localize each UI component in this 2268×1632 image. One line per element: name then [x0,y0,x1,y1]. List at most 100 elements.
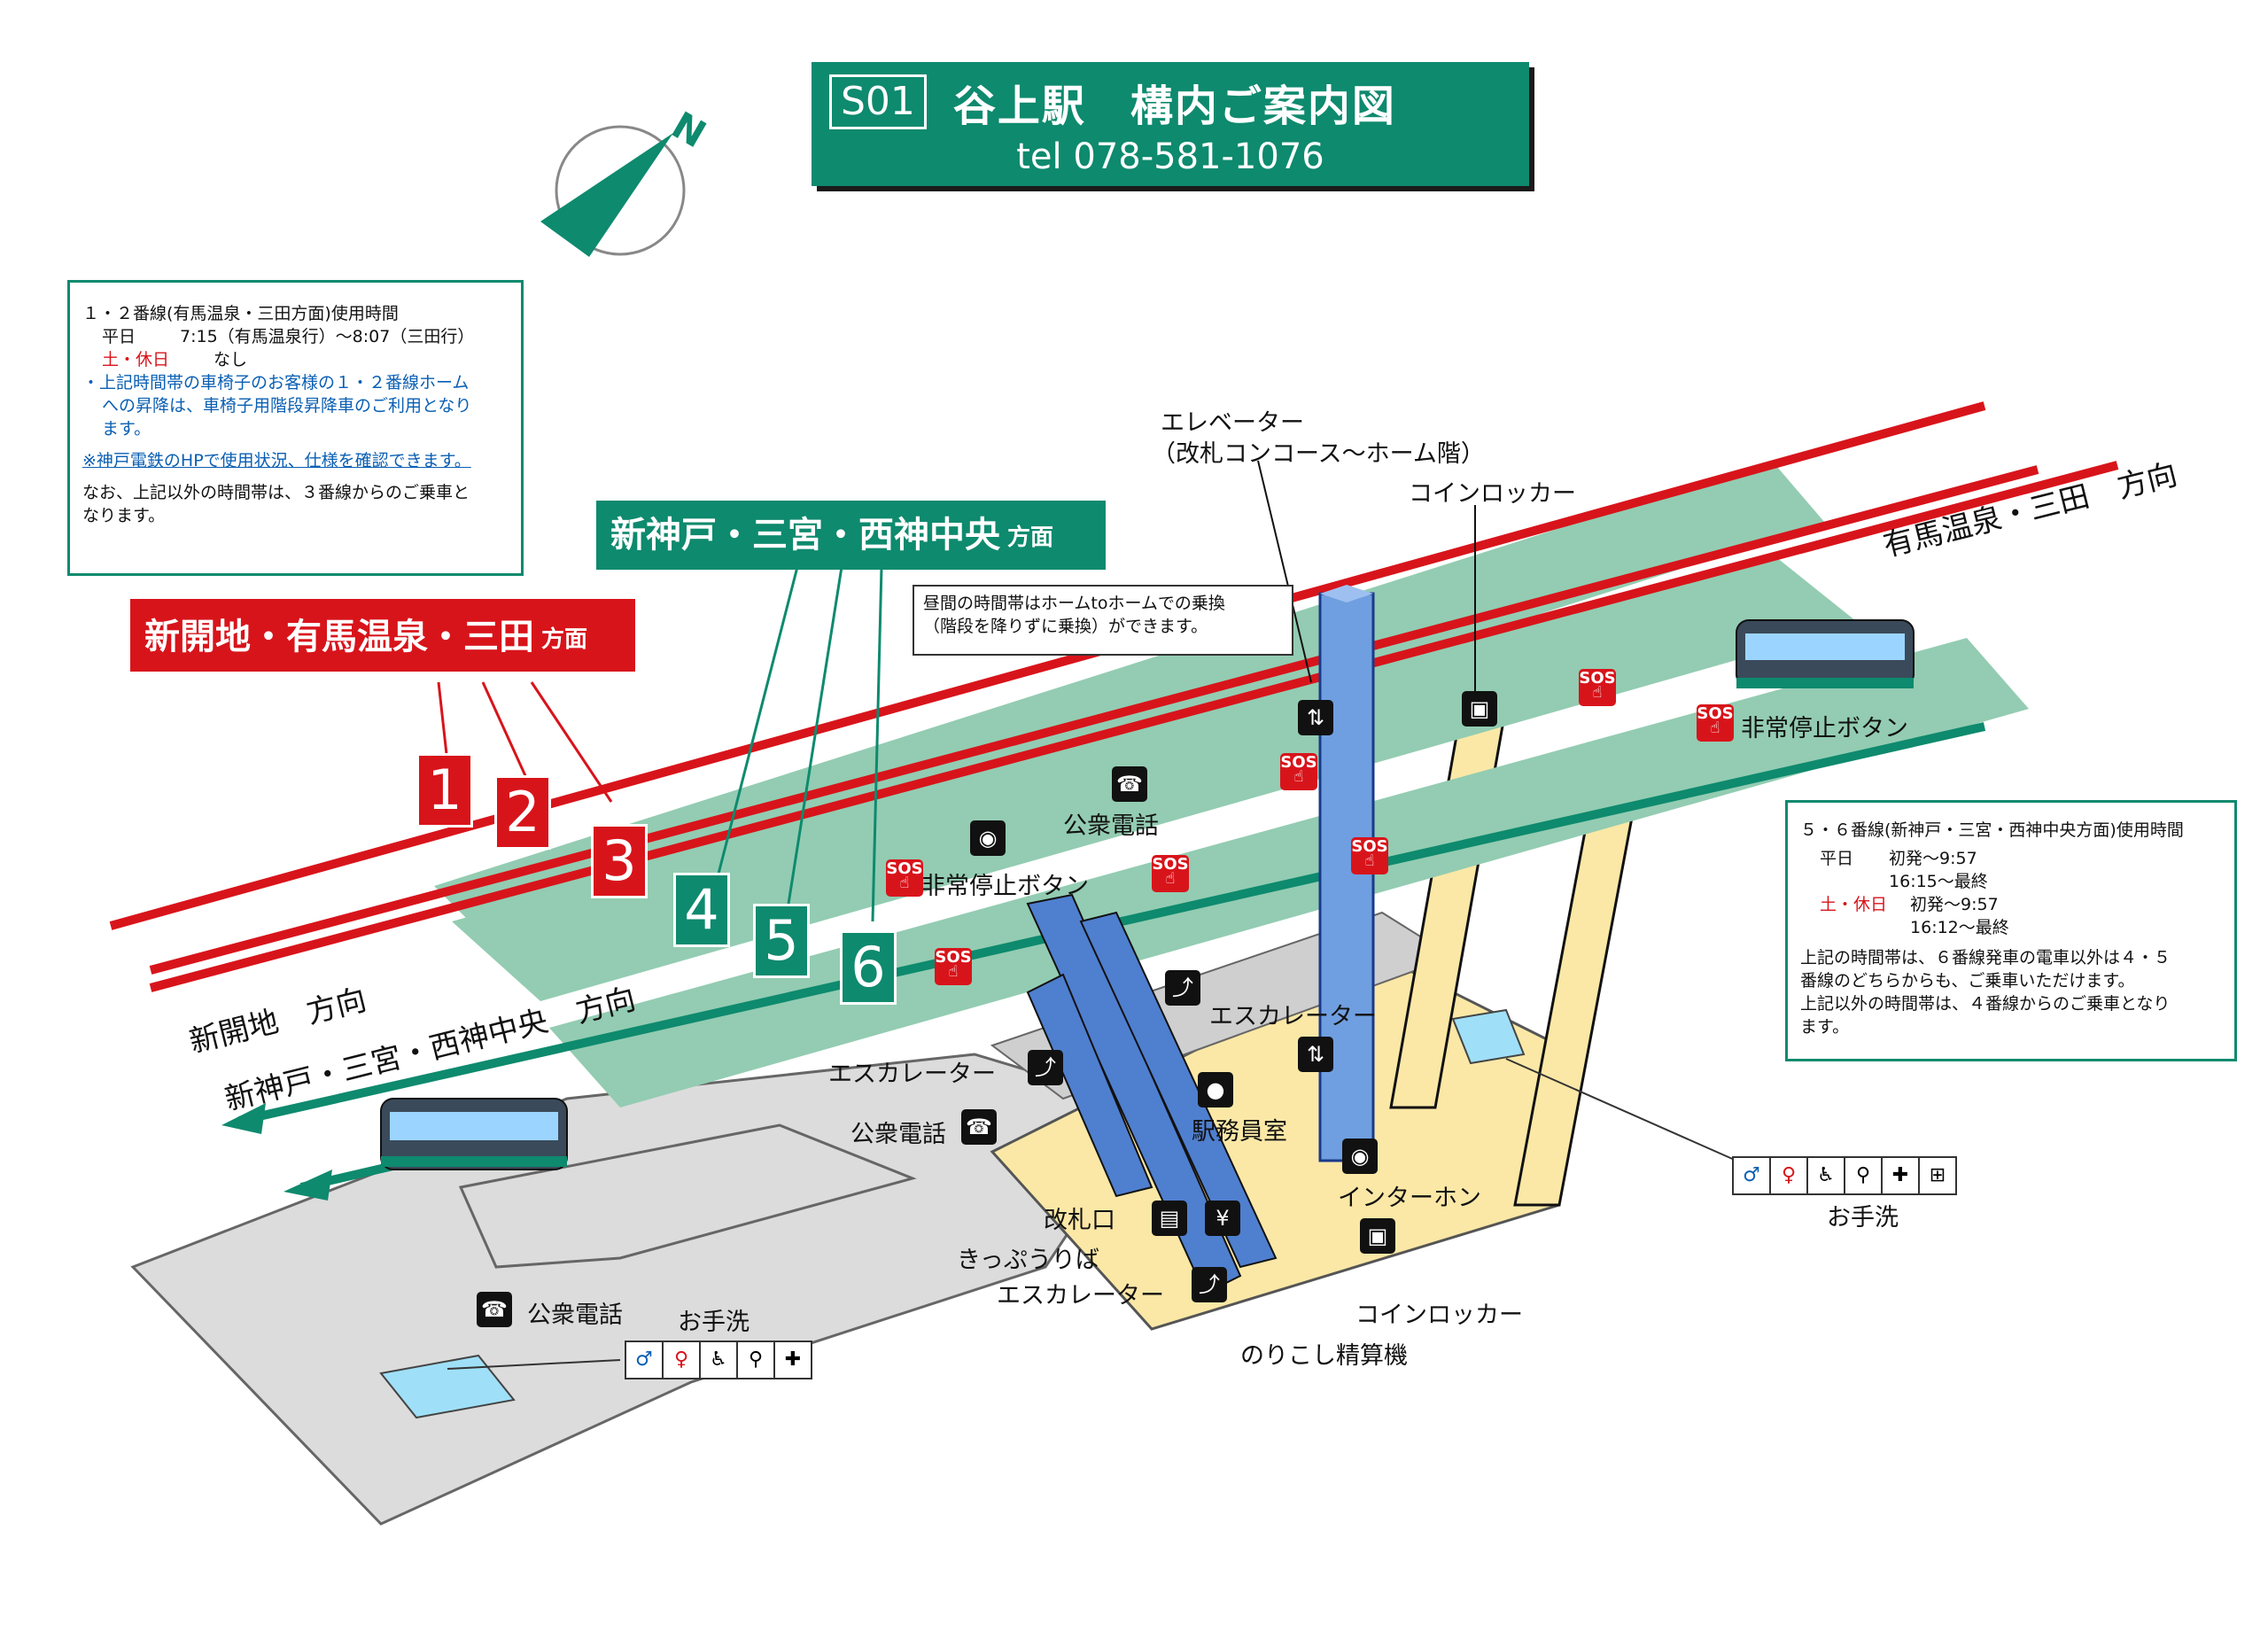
track-number-1: 1 [416,753,473,828]
man-icon: ♂ [625,1341,664,1379]
direction-sign-red-suffix: 方面 [541,626,588,653]
notice-platform-5-6: ５・６番線(新神戸・三宮・西神中央方面)使用時間 平日 初発〜9:57 16:1… [1785,800,2237,1061]
direction-sign-red-main: 新開地・有馬温泉・三田 [144,617,534,657]
ostomate-icon: ✚ [773,1341,812,1379]
sos-button-icon-4: SOS☝ [1280,753,1317,790]
label-public-phone-lower: 公衆電話 [527,1302,623,1329]
station-code: S01 [829,74,927,129]
leader-restroom-right [1505,1058,1737,1162]
leader-track-2 [481,681,529,781]
notice-left-heading: １・２番線(有馬温泉・三田方面)使用時間 [82,304,399,323]
platform-3-4 [452,554,1860,1001]
notice-platform-1-2: １・２番線(有馬温泉・三田方面)使用時間 平日 7:15（有馬温泉行）〜8:07… [67,280,524,576]
leader-track-6 [871,566,883,922]
direction-sign-green-main: 新神戸・三宮・西神中央 [610,515,1000,556]
intercom-icon-upper: ◉ [970,820,1006,856]
label-escalator-left: エスカレーター [828,1061,996,1088]
track-2 [149,465,2039,975]
escalator-left [1026,973,1153,1198]
escalator-icon-left: ⤴ [1028,1050,1063,1085]
ostomate-icon: ✚ [1881,1156,1920,1195]
transfer-note-line2: （階段を降りずに乗換）ができます。 [923,617,1208,636]
label-escalator-bottom: エスカレーター [997,1282,1164,1309]
notice-right-weekday-label: 平日 [1820,849,1854,868]
right-restroom-area [1451,1008,1526,1065]
train-upper-right [1736,619,1915,688]
escalator-icon-bottom: ⤴ [1192,1267,1227,1302]
baby-icon: ⚲ [1844,1156,1883,1195]
train-lower-left [380,1098,568,1170]
station-title: 谷上駅 構内ご案内図 [952,82,1396,131]
sos-button-icon-2: SOS☝ [1152,855,1189,892]
label-emergency-stop-left: 非常停止ボタン [921,873,1089,900]
notice-left-holiday-label: 土・休日 [102,350,170,369]
elevator-icon-upper: ⇅ [1298,700,1333,735]
notice-right-weekday-value2: 16:15〜最終 [1889,872,1988,891]
notice-left-note1: ・上記時間帯の車椅子のお客様の１・２番線ホーム [82,373,470,392]
woman-icon: ♀ [1769,1156,1808,1195]
leader-track-1 [437,681,449,763]
lower-floor-room [458,1123,917,1269]
sos-button-icon-5: SOS☝ [1351,837,1388,874]
sos-button-icon-3: SOS☝ [935,948,972,985]
label-coin-locker-bottom: コインロッカー [1355,1302,1523,1329]
phone-icon-mid: ☎ [961,1109,997,1145]
label-fare-adjustment: のりこし精算機 [1240,1342,1408,1370]
fare-adjustment-icon: ¥ [1205,1201,1240,1236]
woman-icon: ♀ [662,1341,701,1379]
track-number-3: 3 [591,824,648,898]
label-ticket-sales: きっぷうりば [957,1247,1099,1274]
man-icon: ♂ [1732,1156,1771,1195]
title-box: S01 谷上駅 構内ご案内図 tel 078-581-1076 [812,62,1529,186]
track-number-4: 4 [673,873,730,947]
label-public-phone-top: 公衆電話 [1063,812,1159,840]
station-tel: tel 078-581-1076 [1016,136,1324,177]
transfer-note-line1: 昼間の時間帯はホームtoホームでの乗換 [923,594,1225,613]
sos-button-icon-7: SOS☝ [1697,704,1734,742]
label-coin-locker-top: コインロッカー [1409,480,1576,508]
sos-button-icon-6: SOS☝ [1579,669,1616,706]
station-office-icon: ● [1198,1072,1233,1107]
lower-restroom-area [379,1354,516,1419]
label-escalator-right: エスカレーター [1209,1003,1377,1030]
direction-sign-green: 新神戸・三宮・西神中央 方面 [596,501,1106,570]
notice-left-footer1: なお、上記以外の時間帯は、３番線からのご乗車と [82,483,470,502]
direction-sign-green-suffix: 方面 [1007,525,1054,551]
notice-left-holiday-value: なし [214,350,248,369]
notice-right-body3: 上記以外の時間帯は、４番線からのご乗車となり [1800,994,2171,1014]
escalator-second [1079,911,1278,1269]
track-number-6: 6 [840,930,897,1005]
leader-restroom-lower [447,1359,621,1370]
wheelchair-icon: ♿ [699,1341,738,1379]
leader-track-3 [530,681,613,803]
direction-sign-red: 新開地・有馬温泉・三田 方面 [130,599,635,672]
label-public-phone-mid: 公衆電話 [850,1121,946,1148]
notice-left-weekday-value: 7:15（有馬温泉行）〜8:07（三田行） [180,327,475,346]
escalator-main [1026,893,1242,1295]
changing-table-icon: ⊞ [1918,1156,1957,1195]
baby-icon: ⚲ [736,1341,775,1379]
elevator-icon-lower: ⇅ [1298,1037,1333,1072]
notice-right-holiday-label: 土・休日 [1820,895,1888,914]
label-elevator-line2: （改札コンコース〜ホーム階） [1152,440,1485,468]
wheelchair-icon: ♿ [1806,1156,1845,1195]
notice-left-note3: ます。 [102,419,151,439]
notice-right-body4: ます。 [1800,1017,1850,1037]
coin-locker-icon-bottom: ▣ [1360,1218,1395,1254]
restroom-icons-right: ♂ ♀ ♿ ⚲ ✚ ⊞ [1732,1156,1957,1195]
notice-left-link[interactable]: ※神戸電鉄のHPで使用状況、仕様を確認できます。 [82,451,471,470]
platform-5-6 [549,638,2029,1107]
intercom-icon-lower: ◉ [1342,1139,1378,1174]
escalator-icon-right: ⤴ [1165,970,1200,1006]
label-station-office: 駅務員室 [1192,1118,1287,1146]
restroom-icons-lower: ♂ ♀ ♿ ⚲ ✚ [625,1341,812,1379]
track-1 [109,401,1986,930]
notice-left-note2: への昇降は、車椅子用階段昇降車のご利用となり [102,396,472,416]
track-number-2: 2 [494,775,551,850]
label-restroom-lower: お手洗 [678,1309,750,1336]
sos-button-icon-1: SOS☝ [886,859,923,897]
label-elevator-line1: エレベーター [1161,409,1304,437]
label-intercom: インターホン [1338,1185,1481,1212]
elevator-shaft [1318,592,1375,1162]
